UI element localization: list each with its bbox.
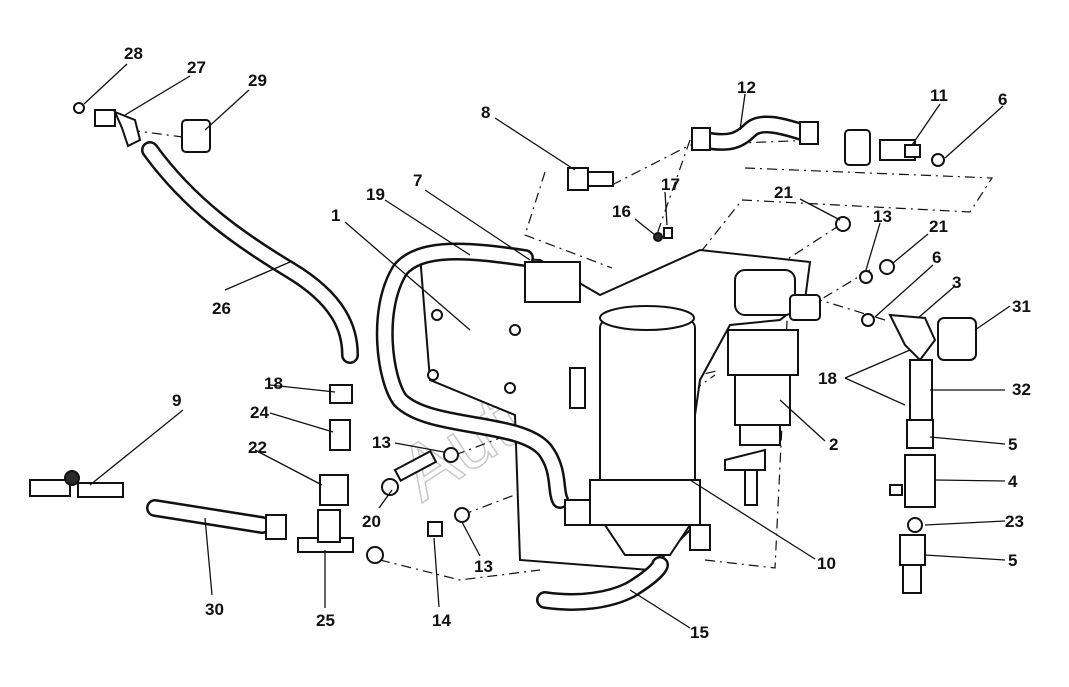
washer-6b: [861, 313, 875, 327]
callout-21a: 21: [774, 183, 793, 202]
callout-29: 29: [248, 71, 267, 90]
bolt-20: [381, 449, 438, 496]
callout-8: 8: [481, 103, 490, 122]
callout-16: 16: [612, 202, 631, 221]
callout-4: 4: [1008, 472, 1018, 491]
callout-13c: 13: [474, 557, 493, 576]
callout-7: 7: [413, 171, 422, 190]
sensor-connector: [524, 261, 581, 303]
callout-9: 9: [172, 391, 181, 410]
callout-13b: 13: [372, 433, 391, 452]
callout-12: 12: [737, 78, 756, 97]
callout-32: 32: [1012, 380, 1031, 399]
union-nut-group: [844, 129, 945, 167]
bolt-14: [427, 521, 443, 537]
callout-31: 31: [1012, 297, 1031, 316]
callout-15: 15: [690, 623, 709, 642]
callout-3: 3: [952, 273, 961, 292]
nut-21b: [879, 259, 895, 275]
fitting-27-group: [73, 102, 211, 153]
callout-11: 11: [930, 86, 948, 105]
callout-14: 14: [432, 611, 451, 630]
callout-20: 20: [362, 512, 381, 531]
fitting-8: [567, 167, 614, 191]
callout-24: 24: [250, 403, 269, 422]
callout-30: 30: [205, 600, 224, 619]
callout-19: 19: [366, 185, 385, 204]
leader-lines: [83, 63, 1011, 629]
callout-6b: 6: [932, 248, 941, 267]
callout-2: 2: [829, 435, 838, 454]
callout-28: 28: [124, 44, 143, 63]
filter-housing: [564, 305, 711, 556]
washer-13c: [454, 507, 470, 523]
callout-18b: 18: [818, 369, 837, 388]
washer-13b: [443, 447, 459, 463]
wire-plug: [569, 367, 586, 409]
washer-16: [653, 232, 663, 242]
callout-22: 22: [248, 438, 267, 457]
hose-15: [536, 556, 669, 611]
callout-5b: 5: [1008, 551, 1017, 570]
hose-12: [691, 115, 819, 151]
callout-1: 1: [331, 206, 340, 225]
return-hose-loop: [375, 242, 569, 509]
callout-10: 10: [817, 554, 836, 573]
drain-line-32: [889, 359, 936, 594]
screw-17: [663, 227, 673, 239]
callout-18a: 18: [264, 374, 283, 393]
callout-13a: 13: [873, 207, 892, 226]
callout-5a: 5: [1008, 435, 1017, 454]
callout-26: 26: [212, 299, 231, 318]
callout-21b: 21: [929, 217, 948, 236]
callout-labels: 28 27 29 8 12 11 6 7 19 17 16 21 13 21 6…: [124, 44, 1031, 642]
callout-27: 27: [187, 58, 206, 77]
inlet-piping: [29, 384, 384, 564]
callout-23: 23: [1005, 512, 1024, 531]
callout-25: 25: [316, 611, 335, 630]
hose-26: [141, 141, 359, 364]
elbow-fitting-3: [888, 313, 977, 362]
water-separator: [724, 269, 821, 506]
callout-6a: 6: [998, 90, 1007, 109]
callout-17: 17: [661, 175, 680, 194]
washer-13a: [859, 270, 873, 284]
nut-21a: [835, 216, 851, 232]
